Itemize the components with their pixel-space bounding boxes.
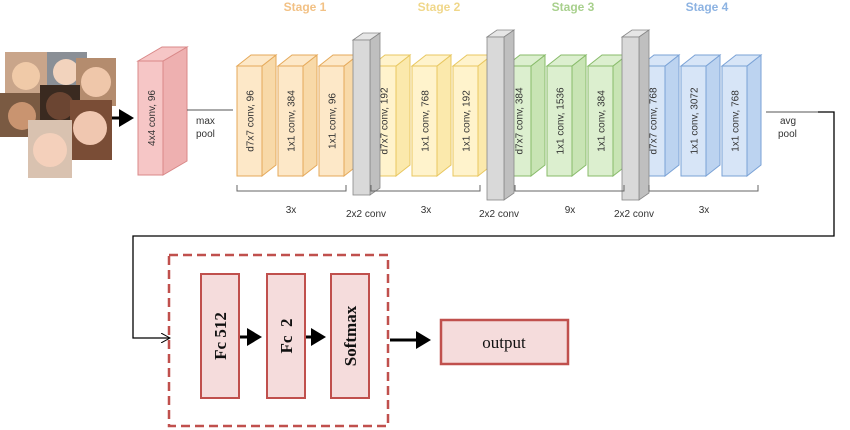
- stage-4-block-3: 1x1 conv, 768: [720, 53, 763, 178]
- input-faces-image: [0, 52, 116, 178]
- stage-4-title: Stage 4: [686, 0, 729, 14]
- output-label: output: [482, 333, 526, 352]
- block-label: d7x7 conv, 96: [246, 90, 257, 152]
- repeat-label-3: 9x: [565, 205, 576, 216]
- repeat-label-2: 3x: [421, 205, 432, 216]
- stage-4-block-2: 1x1 conv, 3072: [679, 53, 722, 178]
- block-label: 1x1 conv, 96: [328, 93, 339, 149]
- fc-512-block: Fc 512: [200, 273, 240, 399]
- downsample-separator-1: [351, 32, 382, 196]
- downsample-label-2: 2x2 conv: [479, 209, 519, 220]
- block-side-face: [530, 53, 546, 178]
- softmax-label: Softmax: [341, 305, 360, 366]
- stage-4-block-1: d7x7 conv, 768: [638, 53, 681, 178]
- block-front-face: [680, 65, 707, 177]
- stem-block-label: 4x4 conv, 96: [147, 90, 158, 146]
- stem-block: 4x4 conv, 96: [136, 46, 189, 176]
- repeat-label-1: 3x: [286, 205, 297, 216]
- stage-2-title: Stage 2: [418, 0, 461, 14]
- block-front-face: [236, 65, 263, 177]
- downsample-separator-2: [485, 29, 516, 201]
- softmax-block: Softmax: [330, 273, 370, 399]
- max-pool-label-2: pool: [196, 129, 215, 140]
- max-pool-label-1: max: [196, 116, 215, 127]
- fc-512-label: Fc 512: [211, 312, 230, 360]
- block-label: d7x7 conv, 384: [515, 87, 526, 155]
- block-side-face: [571, 53, 587, 178]
- block-front-face: [721, 65, 748, 177]
- block-front-face: [546, 65, 573, 177]
- repeat-label-4: 3x: [699, 205, 710, 216]
- block-label: 1x1 conv, 384: [287, 90, 298, 152]
- fc-2-label: Fc 2: [277, 319, 296, 354]
- stem-block-side: [162, 46, 188, 176]
- connector-to-head: [132, 111, 835, 338]
- stage-3-block-2: 1x1 conv, 1536: [545, 53, 588, 178]
- stage-3-block-3: 1x1 conv, 384: [586, 53, 629, 178]
- stage-blocks: d7x7 conv, 96 1x1 conv, 384 1x1 conv, 96 d7…: [235, 53, 763, 178]
- block-label: 1x1 conv, 768: [731, 90, 742, 152]
- avg-pool: avg pool: [766, 111, 818, 140]
- avg-pool-label-1: avg: [780, 116, 796, 127]
- block-side-face: [302, 53, 318, 178]
- stage-2-block-2: 1x1 conv, 768: [410, 53, 453, 178]
- block-front-face: [411, 65, 438, 177]
- block-label: d7x7 conv, 768: [649, 87, 660, 155]
- stage-1-block-2: 1x1 conv, 384: [276, 53, 319, 178]
- downsample-label-3: 2x2 conv: [614, 209, 654, 220]
- max-pool: max pool: [187, 109, 233, 140]
- block-front-face: [277, 65, 304, 177]
- block-side-face: [261, 53, 277, 178]
- stage-2-block-3: 1x1 conv, 192: [451, 53, 494, 178]
- block-side-face: [436, 53, 452, 178]
- repeat-bracket-4: 3x: [648, 185, 759, 216]
- block-label: 1x1 conv, 768: [421, 90, 432, 152]
- stem-block-front: [137, 60, 164, 176]
- block-side-face: [395, 53, 411, 178]
- downsample-label-1: 2x2 conv: [346, 209, 386, 220]
- stage-3-title: Stage 3: [552, 0, 595, 14]
- block-front-face: [452, 65, 479, 177]
- stage-1-block-1: d7x7 conv, 96: [235, 53, 278, 178]
- stage-1-title: Stage 1: [284, 0, 327, 14]
- classifier-head-box: [167, 253, 390, 428]
- downsample-separator-3: [620, 29, 651, 201]
- repeat-bracket-2: 3x: [370, 185, 481, 216]
- block-label: 1x1 conv, 384: [597, 90, 608, 152]
- block-label: 1x1 conv, 1536: [556, 87, 567, 155]
- avg-pool-label-2: pool: [778, 129, 797, 140]
- stage-1-block-3: 1x1 conv, 96: [317, 53, 360, 178]
- block-side-face: [746, 53, 762, 178]
- block-front-face: [587, 65, 614, 177]
- block-side-face: [664, 53, 680, 178]
- repeat-bracket-3: 9x: [514, 185, 625, 216]
- block-label: d7x7 conv, 192: [380, 87, 391, 155]
- block-front-face: [318, 65, 345, 177]
- block-label: 1x1 conv, 192: [462, 90, 473, 152]
- fc-2-block: Fc 2: [266, 273, 306, 399]
- block-label: 1x1 conv, 3072: [690, 87, 701, 155]
- output-block: output: [439, 318, 570, 366]
- block-side-face: [705, 53, 721, 178]
- repeat-bracket-1: 3x: [236, 185, 347, 216]
